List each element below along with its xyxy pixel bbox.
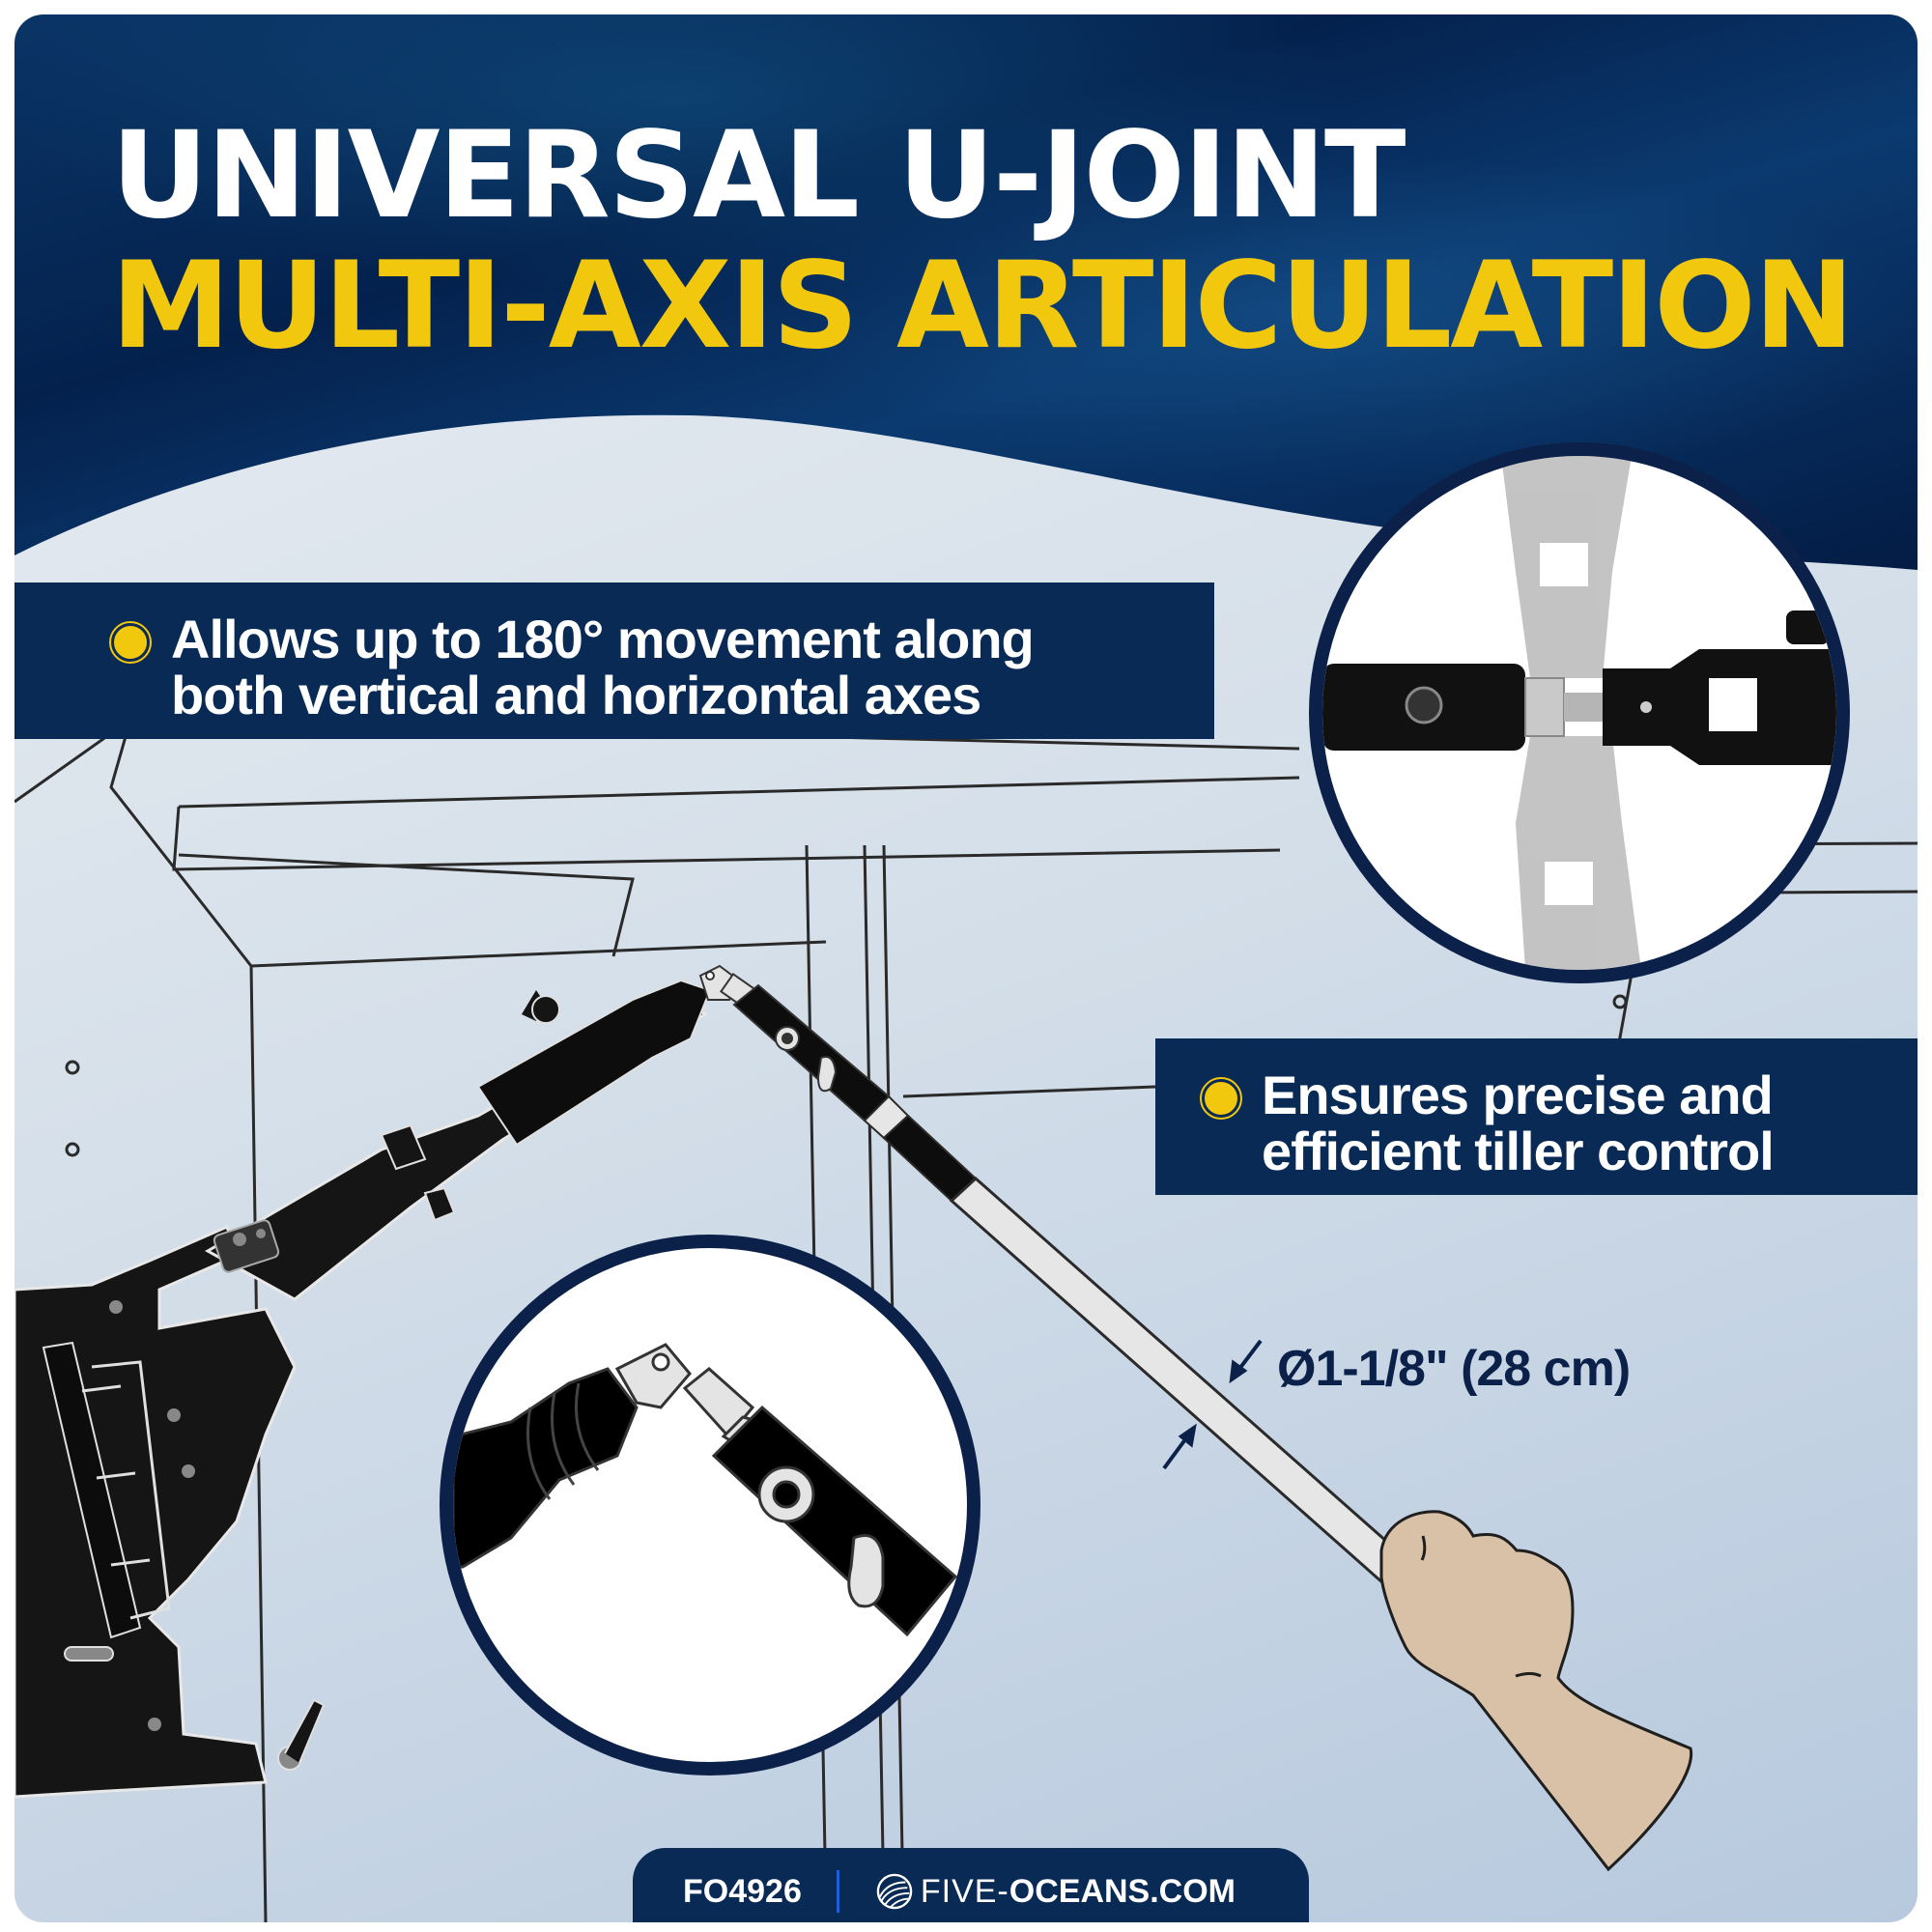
- feature-text: Allows up to 180° movement along both ve…: [171, 609, 1035, 725]
- yellow-bullet-icon: [1200, 1077, 1242, 1120]
- yellow-bullet-icon: [109, 621, 152, 664]
- dimension-arrows-icon: [1162, 1339, 1263, 1470]
- u-joint-illustration-icon: [453, 1343, 958, 1637]
- product-sku: FO4926: [683, 1872, 802, 1910]
- u-joint-photo-inset: [1309, 442, 1850, 983]
- footer-divider: [836, 1870, 839, 1913]
- brand-link[interactable]: FIVE- OCEANS.COM: [876, 1873, 1236, 1911]
- outboard-motor-illustration: [14, 1224, 326, 1799]
- u-joint-photo-icon: [1322, 456, 1836, 970]
- feature-callout-control: Ensures precise and efficient tiller con…: [1155, 1038, 1918, 1195]
- feature-text: Ensures precise and efficient tiller con…: [1262, 1065, 1775, 1181]
- title-line-2: MULTI-AXIS ARTICULATION: [111, 237, 1854, 376]
- title-line-1: UNIVERSAL U-JOINT: [111, 106, 1406, 245]
- five-oceans-wave-logo-icon: [876, 1873, 913, 1910]
- brand-suffix: OCEANS.COM: [1009, 1872, 1236, 1910]
- header-wave-background: [14, 14, 1918, 570]
- pole-diameter-label: Ø1-1/8" (28 cm): [1277, 1341, 1631, 1397]
- hand-gripping-pole: [1379, 1510, 1693, 1872]
- footer-brand-bar: FO4926 FIVE- OCEANS.COM: [633, 1848, 1309, 1922]
- feature-callout-rotation: Allows up to 180° movement along both ve…: [14, 582, 1214, 739]
- product-infographic-card: UNIVERSAL U-JOINT MULTI-AXIS ARTICULATIO…: [14, 14, 1918, 1922]
- u-joint-illustration-inset: [440, 1235, 980, 1776]
- tiller-scene-illustration: [14, 718, 1918, 1922]
- brand-prefix: FIVE-: [920, 1872, 1009, 1910]
